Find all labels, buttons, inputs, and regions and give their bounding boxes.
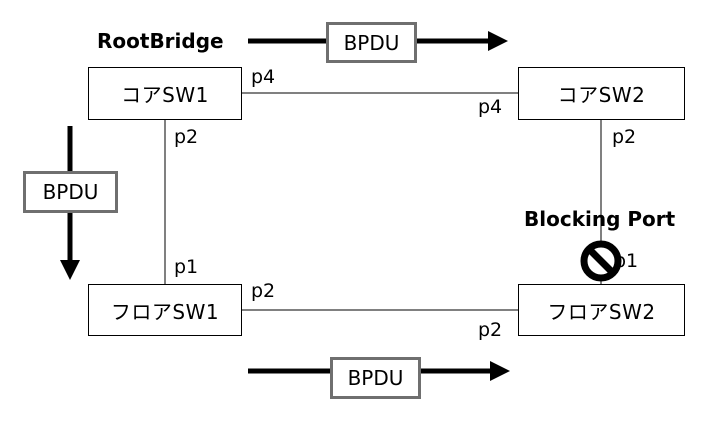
floor-switch-2[interactable]: フロアSW2	[518, 284, 685, 336]
bpdu-top-box: BPDU	[326, 22, 417, 63]
core-switch-2[interactable]: コアSW2	[518, 67, 685, 120]
prohibited-icon	[580, 240, 622, 282]
port-label-core2-p2: p2	[612, 126, 637, 148]
port-label-floor1-p2: p2	[251, 280, 276, 302]
root-bridge-label: RootBridge	[97, 29, 224, 53]
blocking-port-label: Blocking Port	[524, 207, 676, 231]
port-label-core1-p2: p2	[174, 126, 199, 148]
bpdu-bottom-box: BPDU	[330, 357, 421, 399]
core-switch-1[interactable]: コアSW1	[88, 67, 242, 120]
port-label-core2-p4: p4	[478, 96, 503, 118]
port-label-core1-p4: p4	[251, 66, 276, 88]
port-label-floor2-p1: p1	[614, 250, 639, 272]
port-label-floor2-p2: p2	[478, 319, 503, 341]
bpdu-left-box: BPDU	[23, 171, 118, 213]
port-label-floor1-p1: p1	[174, 256, 199, 278]
floor-switch-1[interactable]: フロアSW1	[88, 284, 242, 336]
